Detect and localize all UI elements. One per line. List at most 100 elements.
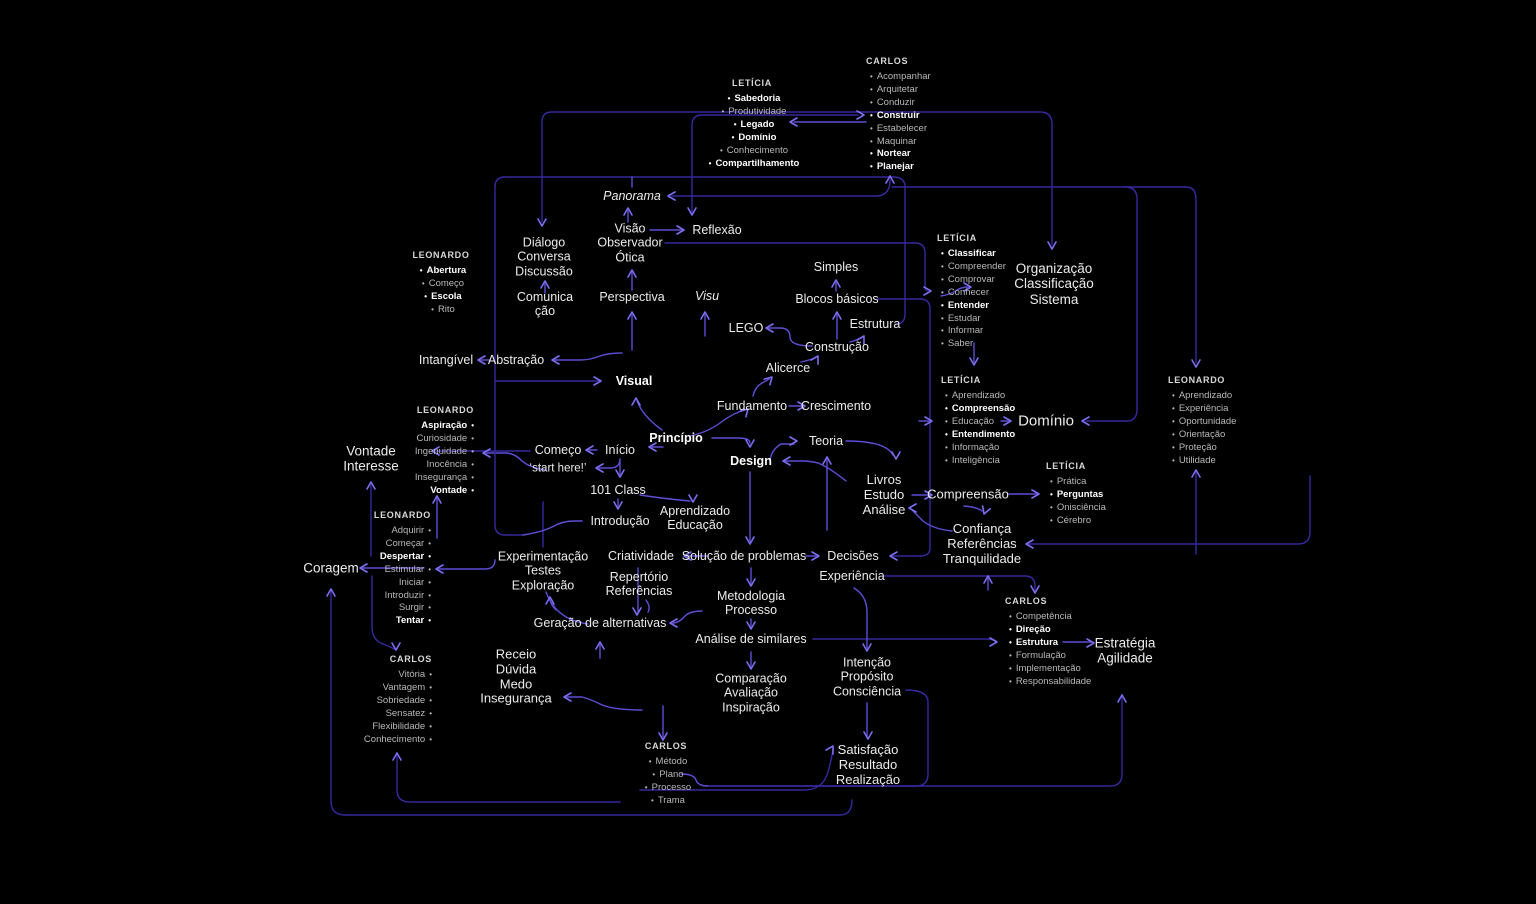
node-coragem[interactable]: Coragem bbox=[303, 560, 359, 575]
bullet-icon: • bbox=[429, 695, 432, 705]
list-item-label: Arquitetar bbox=[876, 83, 918, 95]
list-item-label: Surgir bbox=[398, 602, 425, 614]
bullet-icon: • bbox=[651, 795, 654, 805]
list-leticia-center[interactable]: LETÍCIA•Aprendizado•Compreensão•Educação… bbox=[941, 375, 1015, 467]
node-geracao-alternativas[interactable]: Geração de alternativas bbox=[534, 616, 667, 630]
node-label: Design bbox=[730, 453, 772, 468]
node-introducao[interactable]: Introdução bbox=[590, 514, 649, 528]
list-leonardo-right[interactable]: LEONARDO•Aprendizado•Experiência•Oportun… bbox=[1168, 375, 1236, 467]
list-leticia-top[interactable]: LETÍCIA•Sabedoria•Produtividade•Legado•D… bbox=[705, 78, 800, 170]
list-item: Insegurança• bbox=[415, 472, 474, 485]
node-label: Observador bbox=[597, 235, 663, 250]
node-crescimento[interactable]: Crescimento bbox=[801, 399, 871, 413]
node-label: ‘start here!’ bbox=[529, 462, 587, 475]
node-compreensao[interactable]: Compreensão bbox=[927, 487, 1009, 503]
list-item-label: Aprendizado bbox=[1178, 390, 1233, 401]
node-decisoes[interactable]: Decisões bbox=[827, 549, 878, 563]
node-solucao-problemas[interactable]: Solução de problemas bbox=[682, 549, 806, 563]
list-carlos-top[interactable]: CARLOS•Acompanhar•Arquitetar•Conduzir•Co… bbox=[866, 56, 931, 174]
list-item: Sensatez• bbox=[364, 708, 432, 721]
node-intangivel[interactable]: Intangível bbox=[419, 353, 473, 367]
node-panorama[interactable]: Panorama bbox=[603, 189, 661, 203]
list-item: •Classificar bbox=[937, 248, 1006, 261]
list-item-label: Sabedoria bbox=[734, 93, 781, 104]
node-principio[interactable]: Princípio bbox=[649, 431, 702, 445]
bullet-icon: • bbox=[870, 84, 873, 94]
node-perspectiva[interactable]: Perspectiva bbox=[599, 290, 664, 304]
list-item: •Inteligência bbox=[941, 455, 1015, 468]
node-teoria[interactable]: Teoria bbox=[809, 434, 843, 448]
node-estrutura[interactable]: Estrutura bbox=[850, 317, 901, 331]
node-analise-similares[interactable]: Análise de similares bbox=[695, 632, 806, 646]
list-leonardo-top-left[interactable]: LEONARDO•Abertura•Começo•Escola•Rito bbox=[412, 250, 469, 317]
node-fundamento[interactable]: Fundamento bbox=[717, 399, 787, 413]
node-visu[interactable]: Visu bbox=[695, 289, 719, 303]
list-carlos-bottom[interactable]: CARLOS•Método•Plano•Processo•Trama bbox=[641, 741, 691, 808]
node-label: Intangível bbox=[418, 352, 474, 367]
node-design[interactable]: Design bbox=[730, 454, 772, 468]
node-label: Discussão bbox=[515, 264, 573, 279]
bullet-icon: • bbox=[471, 459, 474, 469]
node-criatividade[interactable]: Criatividade bbox=[608, 549, 674, 563]
node-class-101[interactable]: 101 Class bbox=[590, 483, 646, 497]
node-abstracao[interactable]: Abstração bbox=[488, 353, 544, 367]
list-item: •Formulação bbox=[1005, 650, 1091, 663]
node-experiencia[interactable]: Experiência bbox=[819, 569, 884, 583]
node-label: Consciência bbox=[832, 684, 902, 699]
node-label: LEGO bbox=[728, 320, 764, 335]
list-title: CARLOS bbox=[1005, 596, 1048, 606]
node-simples[interactable]: Simples bbox=[814, 260, 858, 274]
node-reflexao[interactable]: Reflexão bbox=[692, 223, 741, 237]
list-item-label: Compreender bbox=[947, 260, 1006, 272]
node-label: Repertório bbox=[609, 569, 669, 584]
bullet-icon: • bbox=[1172, 442, 1175, 452]
node-visual[interactable]: Visual bbox=[616, 374, 653, 388]
bullet-icon: • bbox=[727, 94, 731, 103]
list-item-label: Responsabilidade bbox=[1015, 675, 1092, 687]
bullet-icon: • bbox=[1009, 676, 1012, 686]
node-dominio[interactable]: Domínio bbox=[1018, 412, 1074, 429]
node-inicio[interactable]: Início bbox=[605, 443, 635, 457]
bullet-icon: • bbox=[945, 403, 948, 413]
bullet-icon: • bbox=[471, 433, 474, 443]
node-label: Começo bbox=[534, 442, 582, 457]
list-item: •Começo bbox=[412, 278, 469, 291]
list-carlos-right[interactable]: CARLOS•Competência•Direção•Estrutura•For… bbox=[1005, 596, 1091, 688]
list-item-label: Estimular bbox=[384, 563, 425, 575]
node-blocos-basicos[interactable]: Blocos básicos bbox=[795, 292, 878, 306]
node-label: Realização bbox=[835, 771, 901, 787]
bullet-icon: • bbox=[1009, 650, 1012, 660]
bullet-icon: • bbox=[428, 603, 431, 613]
node-label: Inspiração bbox=[722, 700, 780, 715]
node-start-here[interactable]: ‘start here!’ bbox=[530, 462, 587, 475]
node-construcao[interactable]: Construção bbox=[805, 340, 869, 354]
list-item-label: Classificar bbox=[947, 248, 996, 259]
node-label: Reflexão bbox=[692, 222, 742, 237]
node-alicerce[interactable]: Alicerce bbox=[766, 361, 810, 375]
list-leticia-mid[interactable]: LETÍCIA•Classificar•Compreender•Comprova… bbox=[937, 233, 1006, 351]
bullet-icon: • bbox=[1172, 429, 1175, 439]
node-comeco[interactable]: Começo bbox=[535, 443, 582, 457]
list-leticia-right[interactable]: LETÍCIA•Prática•Perguntas•Onisciência•Cé… bbox=[1046, 461, 1106, 528]
node-lego[interactable]: LEGO bbox=[729, 321, 764, 335]
